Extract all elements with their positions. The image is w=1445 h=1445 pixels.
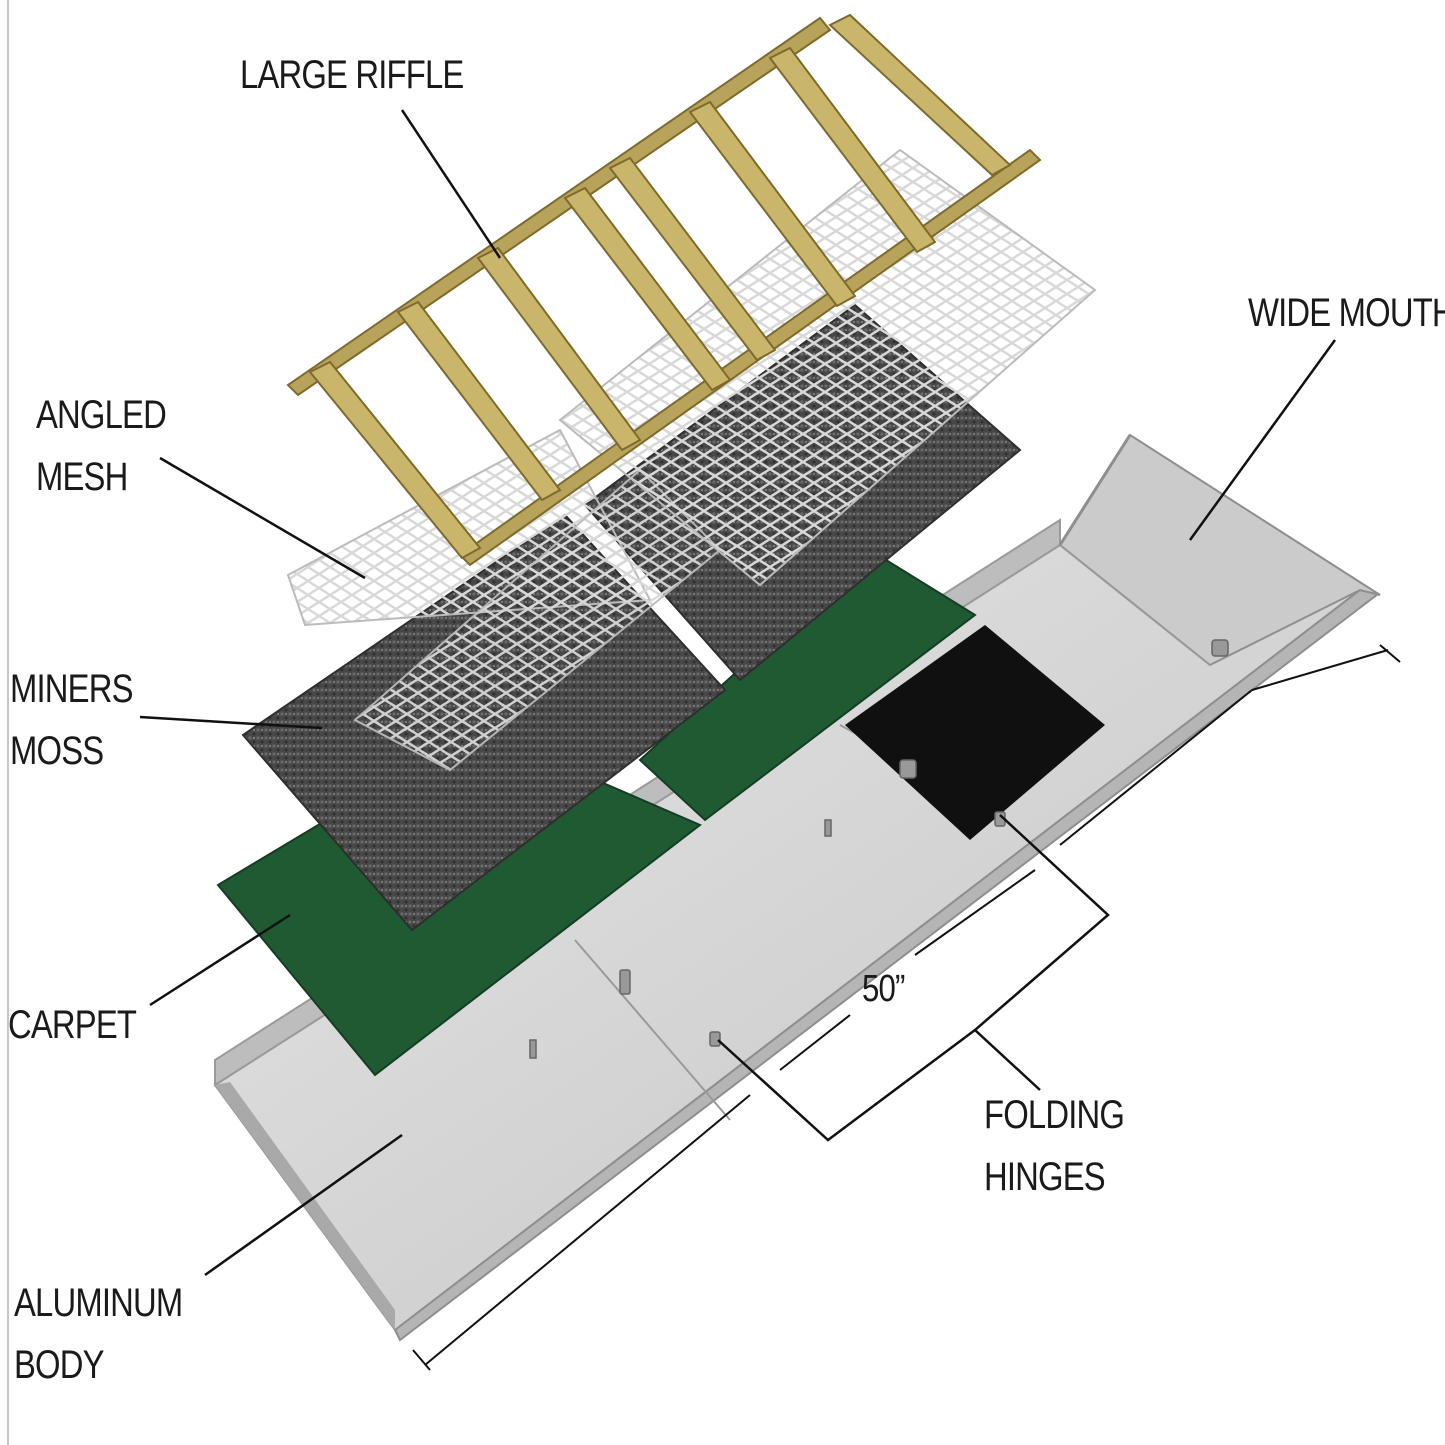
label-wide-mouth: WIDE MOUTH [1248,282,1445,344]
black-mat [845,625,1105,840]
label-angled-mesh-line1: ANGLED [36,393,167,437]
label-folding-hinges: FOLDING HINGES [984,1084,1125,1208]
label-large-riffle-text: LARGE RIFFLE [240,53,464,97]
label-folding-hinges-line1: FOLDING [984,1093,1125,1137]
label-carpet: CARPET [8,994,137,1056]
label-carpet-text: CARPET [8,1003,137,1047]
label-miners-moss: MINERS MOSS [10,658,133,782]
label-aluminum-body-line2: BODY [14,1343,104,1387]
label-length-text: 50” [862,968,905,1010]
label-length-50in: 50” [862,958,905,1020]
label-large-riffle: LARGE RIFFLE [240,44,464,106]
large-riffle [286,13,1042,567]
label-aluminum-body-line1: ALUMINUM [14,1281,183,1325]
label-angled-mesh: ANGLED MESH [36,384,167,508]
length-dimension-line [412,644,1401,1371]
label-aluminum-body: ALUMINUM BODY [14,1272,183,1396]
label-wide-mouth-text: WIDE MOUTH [1248,291,1445,335]
label-miners-moss-line1: MINERS [10,667,133,711]
label-miners-moss-line2: MOSS [10,729,104,773]
label-folding-hinges-line2: HINGES [984,1155,1106,1199]
label-angled-mesh-line2: MESH [36,455,128,499]
hinge-pins [529,639,1229,1059]
leader-lines [139,109,1337,1277]
